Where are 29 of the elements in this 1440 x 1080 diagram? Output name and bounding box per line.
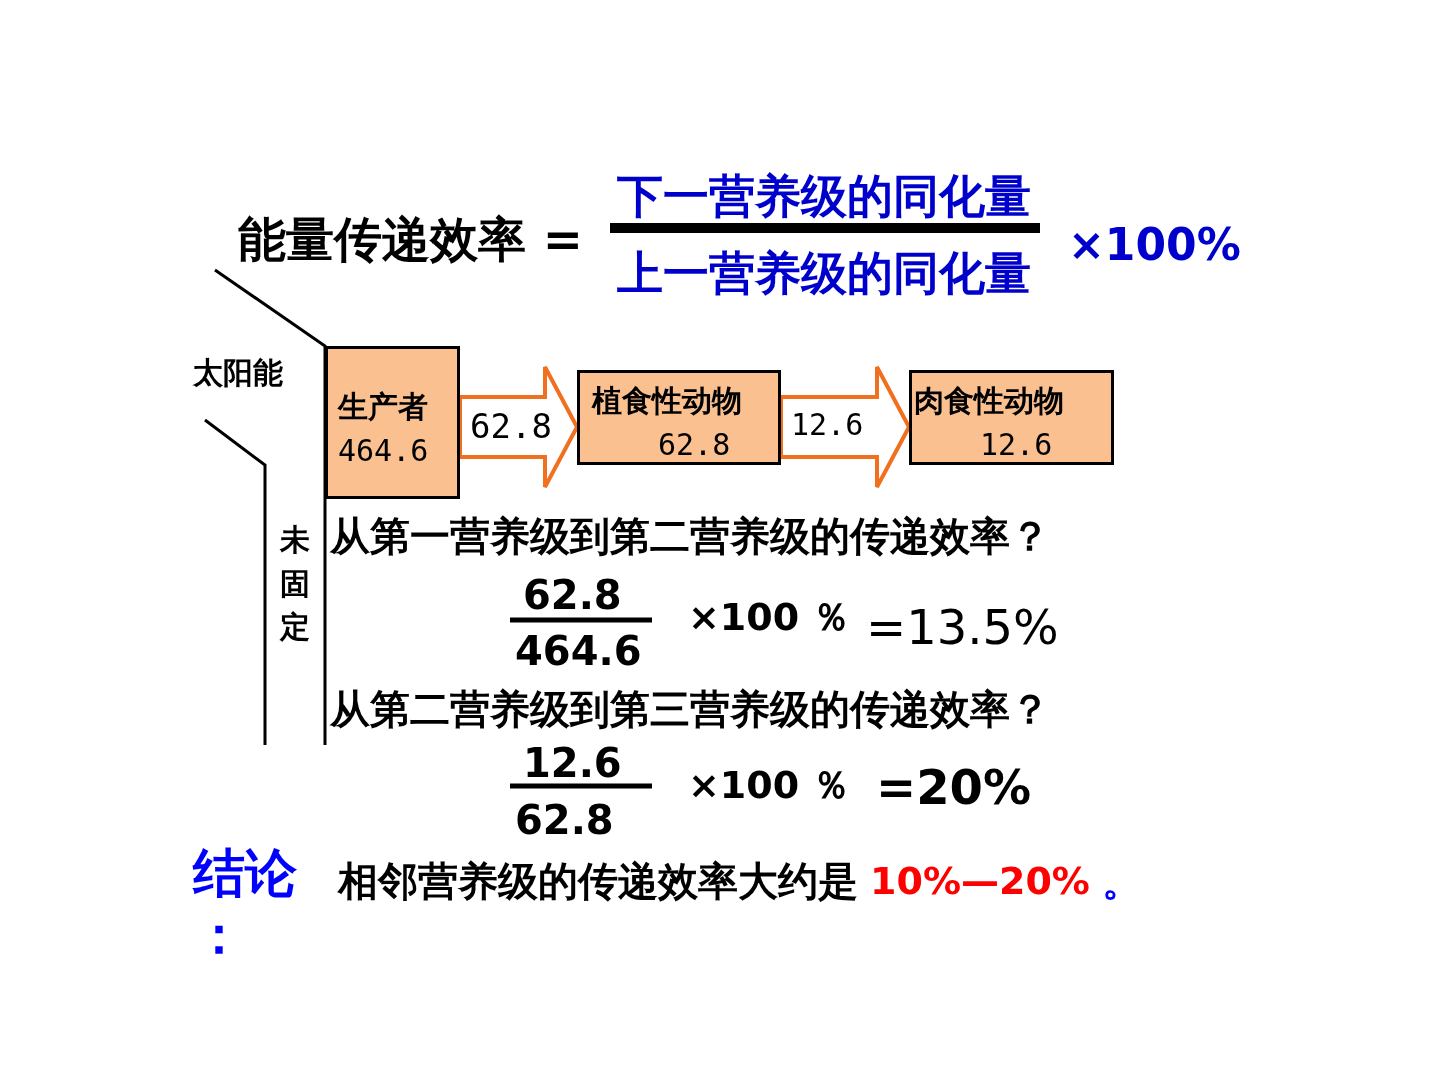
numerator-value: 62.8 bbox=[523, 572, 622, 618]
trophic-level-box bbox=[909, 370, 1114, 465]
level-name: 植食性动物 bbox=[592, 382, 743, 420]
numerator-text: 下一营养级的同化量 bbox=[617, 170, 1031, 223]
formula-title: 能量传递效率 = bbox=[238, 212, 583, 268]
sunlight-label: 太阳能 bbox=[193, 356, 283, 391]
energy-value: 12.6 bbox=[979, 425, 1054, 464]
result-value: =13.5% bbox=[866, 600, 1059, 656]
question-text: 从第二营养级到第三营养级的传递效率？ bbox=[330, 686, 1050, 732]
energy-value: 464.6 bbox=[338, 431, 430, 470]
multiplier-text: ×100% bbox=[1068, 220, 1241, 271]
unfixed-label: 未固定 bbox=[280, 521, 310, 646]
range-value: 10%—20% bbox=[870, 860, 1090, 904]
multiplier-text: ×100 ％ bbox=[688, 764, 851, 808]
energy-value: 62.8 bbox=[657, 425, 732, 464]
trophic-level-box bbox=[577, 370, 781, 465]
denominator-value: 464.6 bbox=[515, 628, 642, 674]
denominator-value: 62.8 bbox=[515, 797, 614, 843]
trophic-level-box bbox=[325, 346, 460, 499]
conclusion-text: 相邻营养级的传递效率大约是 bbox=[338, 858, 858, 904]
question-text: 从第一营养级到第二营养级的传递效率？ bbox=[330, 513, 1050, 559]
full-stop: 。 bbox=[1102, 858, 1142, 904]
level-name: 生产者 bbox=[338, 388, 429, 426]
level-name: 肉食性动物 bbox=[914, 382, 1065, 420]
numerator-value: 12.6 bbox=[523, 740, 622, 786]
denominator-text: 上一营养级的同化量 bbox=[617, 247, 1031, 300]
result-value: =20% bbox=[876, 760, 1032, 816]
multiplier-text: ×100 ％ bbox=[688, 596, 851, 640]
conclusion-heading: 结论： bbox=[193, 842, 298, 967]
